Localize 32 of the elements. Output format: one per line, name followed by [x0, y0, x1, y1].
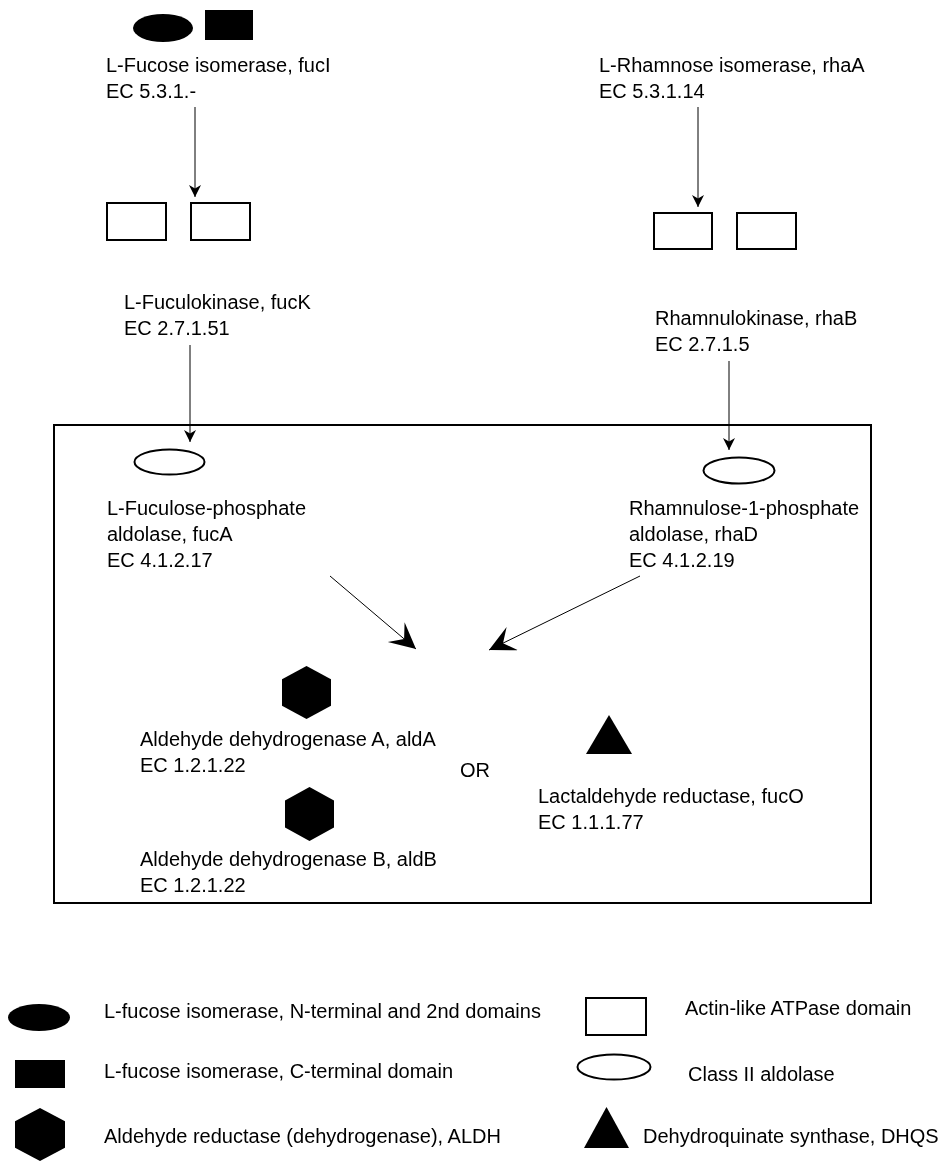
ec-number: EC 5.3.1.- [106, 79, 198, 104]
arrow [329, 575, 417, 650]
legend-text: L-fucose isomerase, C-terminal domain [104, 1059, 454, 1084]
enzyme-name: L-Fuculose-phosphate aldolase, fucA [107, 496, 307, 547]
legend-text: Actin-like ATPase domain [685, 996, 912, 1021]
legend-text: Aldehyde reductase (dehydrogenase), ALDH [104, 1124, 501, 1149]
arrow [184, 344, 196, 443]
ec-number: EC 1.1.1.77 [538, 810, 645, 835]
enzyme-name: Aldehyde dehydrogenase A, aldA [140, 727, 436, 752]
or-label: OR [460, 758, 490, 783]
ec-number: EC 4.1.2.19 [629, 548, 736, 573]
enzyme-name: L-Fuculokinase, fucK [124, 290, 311, 315]
ec-number: EC 1.2.1.22 [140, 753, 247, 778]
enzyme-name: L-Fucose isomerase, fucI [106, 53, 331, 78]
enzyme-name: Rhamnulose-1-phosphate aldolase, rhaD [629, 496, 861, 547]
group-frame [53, 424, 872, 904]
ec-number: EC 2.7.1.5 [655, 332, 751, 357]
enzyme-name: Aldehyde dehydrogenase B, aldB [140, 847, 437, 872]
enzyme-name: Lactaldehyde reductase, fucO [538, 784, 804, 809]
arrow [723, 360, 735, 451]
ec-number: EC 4.1.2.17 [107, 548, 214, 573]
legend-text: Dehydroquinate synthase, DHQS [643, 1124, 939, 1149]
arrow [189, 106, 201, 198]
legend-text: L-fucose isomerase, N-terminal and 2nd domains [104, 999, 541, 1024]
arrow [488, 575, 641, 651]
enzyme-name: L-Rhamnose isomerase, rhaA [599, 53, 865, 78]
ec-number: EC 2.7.1.51 [124, 316, 231, 341]
arrow [692, 106, 704, 208]
ec-number: EC 5.3.1.14 [599, 79, 706, 104]
ec-number: EC 1.2.1.22 [140, 873, 247, 898]
enzyme-name: Rhamnulokinase, rhaB [655, 306, 858, 331]
legend-text: Class II aldolase [688, 1062, 835, 1087]
